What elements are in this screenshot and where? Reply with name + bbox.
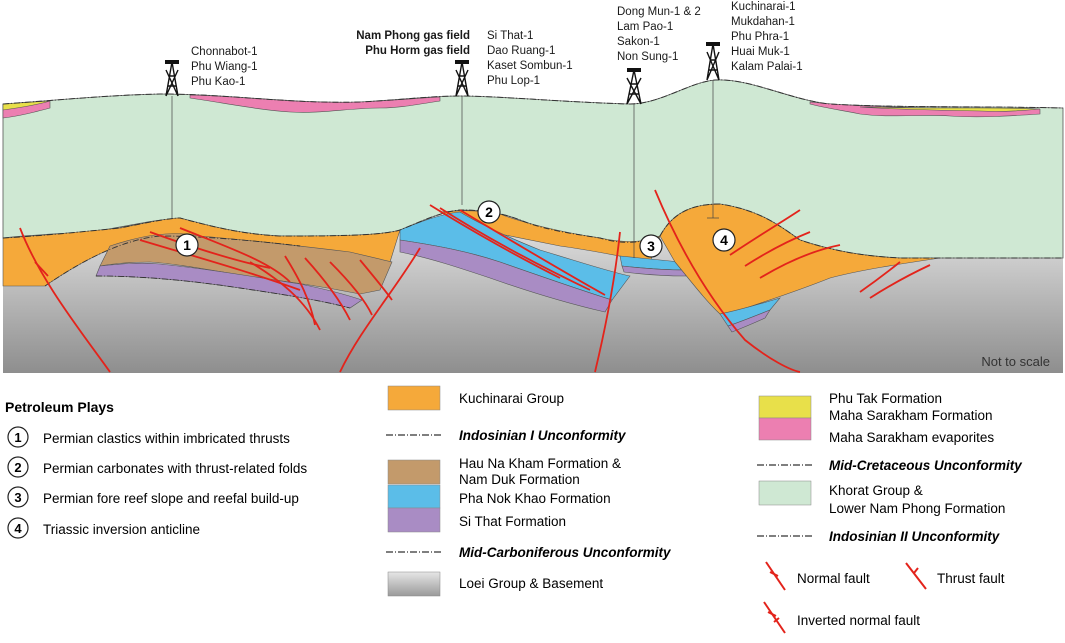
swatch-khorat — [758, 480, 812, 506]
svg-text:Permian carbonates with thrust: Permian carbonates with thrust-related f… — [43, 461, 307, 476]
svg-text:Pha Nok Khao Formation: Pha Nok Khao Formation — [459, 491, 611, 506]
play-marker-4: 4 — [712, 228, 736, 252]
svg-text:Loei Group & Basement: Loei Group & Basement — [459, 576, 603, 591]
svg-text:Mid-Cretaceous Unconformity: Mid-Cretaceous Unconformity — [829, 458, 1023, 473]
svg-text:Lower Nam Phong Formation: Lower Nam Phong Formation — [829, 501, 1005, 516]
play-marker-2: 2 — [477, 200, 501, 224]
play-item-1: 1 Permian clastics within imbricated thr… — [7, 426, 290, 448]
well-labels: Chonnabot-1 Phu Wiang-1 Phu Kao-1 Nam Ph… — [191, 1, 803, 88]
normal-fault-symbol — [765, 561, 786, 591]
svg-text:Indosinian I Unconformity: Indosinian I Unconformity — [459, 428, 627, 443]
svg-text:3: 3 — [14, 490, 21, 505]
gas-field-label: Nam Phong gas field — [356, 30, 470, 42]
well-name: Phu Wiang-1 — [191, 61, 257, 73]
well-name: Chonnabot-1 — [191, 46, 258, 58]
phutak-right — [859, 106, 1041, 112]
well-name: Mukdahan-1 — [731, 16, 795, 28]
svg-text:Triassic inversion anticline: Triassic inversion anticline — [43, 522, 200, 537]
play-item-3: 3 Permian fore reef slope and reefal bui… — [7, 486, 299, 508]
well-name: Dao Ruang-1 — [487, 45, 555, 57]
well-tower-1 — [165, 60, 179, 218]
svg-text:Phu Tak Formation: Phu Tak Formation — [829, 391, 942, 406]
faults — [19, 189, 931, 373]
well-name: Lam Pao-1 — [617, 21, 673, 33]
svg-text:Si That Formation: Si That Formation — [459, 514, 566, 529]
gas-field-label: Phu Horm gas field — [365, 45, 470, 57]
svg-text:Maha Sarakham Formation: Maha Sarakham Formation — [829, 408, 993, 423]
well-tower-4 — [706, 42, 720, 219]
play-marker-3: 3 — [639, 234, 663, 258]
svg-text:Indosinian II Unconformity: Indosinian II Unconformity — [829, 529, 1001, 544]
svg-text:Mid-Carboniferous Unconformity: Mid-Carboniferous Unconformity — [459, 545, 672, 560]
well-name: Phu Lop-1 — [487, 75, 540, 87]
well-name: Non Sung-1 — [617, 51, 678, 63]
svg-text:3: 3 — [647, 238, 655, 254]
swatch-phutak — [758, 395, 812, 419]
midcret-line — [2, 79, 1064, 109]
swatch-phanokkhao — [387, 484, 441, 509]
midcarb-line — [95, 275, 351, 309]
well-tower-2 — [455, 60, 469, 205]
svg-text:2: 2 — [485, 204, 493, 220]
swatch-evaporite — [758, 417, 812, 441]
svg-text:Kuchinarai Group: Kuchinarai Group — [459, 391, 564, 406]
play-item-2: 2 Permian carbonates with thrust-related… — [7, 456, 307, 478]
wells — [165, 42, 720, 258]
sithat-reef — [621, 265, 687, 277]
plays-legend: Petroleum Plays 1 Permian clastics withi… — [5, 399, 307, 539]
svg-text:1: 1 — [14, 430, 21, 445]
well-name: Sakon-1 — [617, 36, 660, 48]
well-name: Kuchinarai-1 — [731, 1, 796, 13]
swatch-haunakham — [387, 459, 441, 485]
well-name: Huai Muk-1 — [731, 46, 790, 58]
play-item-4: 4 Triassic inversion anticline — [7, 517, 200, 539]
svg-text:4: 4 — [14, 521, 22, 536]
well-name: Phu Kao-1 — [191, 76, 245, 88]
lithology-legend-middle: Kuchinarai Group Indosinian I Unconformi… — [386, 385, 672, 597]
sithat-right — [727, 309, 771, 333]
cross-section: 1 2 3 4 Chonnabot-1 Phu Wiang-1 Phu Kao-… — [2, 1, 1064, 373]
svg-text:4: 4 — [720, 232, 728, 248]
svg-text:2: 2 — [14, 460, 21, 475]
scale-note: Not to scale — [981, 354, 1050, 369]
thrust-fault-symbol — [905, 562, 927, 590]
well-name: Kalam Palai-1 — [731, 61, 803, 73]
lithology-legend-right: Phu Tak Formation Maha Sarakham Formatio… — [757, 391, 1023, 634]
svg-text:Hau Na Kham Formation &: Hau Na Kham Formation & — [459, 456, 621, 471]
svg-text:Khorat Group &: Khorat Group & — [829, 483, 923, 498]
well-name: Phu Phra-1 — [731, 31, 789, 43]
svg-text:Nam Duk Formation: Nam Duk Formation — [459, 472, 580, 487]
svg-text:Thrust fault: Thrust fault — [937, 571, 1005, 586]
swatch-sithat — [387, 507, 441, 533]
inverted-fault-symbol — [763, 601, 786, 634]
well-name: Si That-1 — [487, 30, 533, 42]
svg-text:Normal fault: Normal fault — [797, 571, 870, 586]
svg-text:Permian fore reef slope and re: Permian fore reef slope and reefal build… — [43, 491, 299, 506]
well-tower-3 — [626, 68, 642, 258]
swatch-loei — [387, 571, 441, 597]
swatch-kuchinarai — [387, 385, 441, 411]
svg-text:Maha Sarakham evaporites: Maha Sarakham evaporites — [829, 430, 994, 445]
well-name: Kaset Sombun-1 — [487, 60, 573, 72]
svg-text:Permian clastics within imbric: Permian clastics within imbricated thrus… — [43, 431, 290, 446]
plays-title: Petroleum Plays — [5, 399, 114, 415]
indosinian2-line — [2, 209, 661, 243]
svg-text:1: 1 — [183, 237, 191, 253]
play-marker-1: 1 — [175, 233, 199, 257]
svg-text:Inverted normal fault: Inverted normal fault — [797, 613, 920, 628]
well-name: Dong Mun-1 & 2 — [617, 6, 701, 18]
